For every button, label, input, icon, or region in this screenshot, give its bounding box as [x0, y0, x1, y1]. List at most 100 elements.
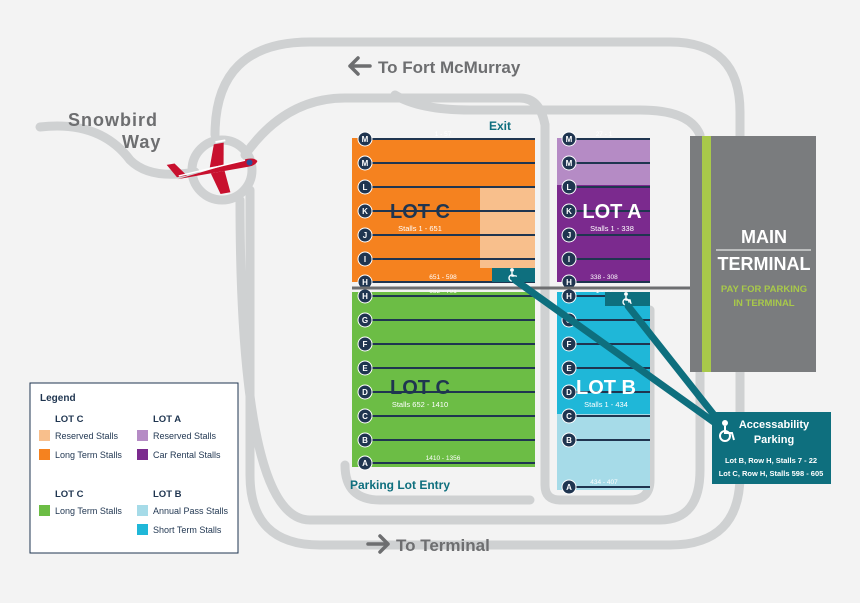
legend-swatch	[137, 505, 148, 516]
row-stall-range: 652 - 701	[429, 288, 457, 295]
row-stall-range: 1 - 57	[435, 131, 452, 138]
row-letter: J	[567, 231, 571, 240]
exit-label: Exit	[489, 119, 511, 133]
row-letter: C	[566, 412, 572, 421]
row-badge	[357, 179, 373, 195]
row-stall-range: 1410 - 1356	[426, 455, 461, 462]
row-letter: D	[566, 388, 572, 397]
row-letter: D	[362, 388, 368, 397]
terminal-title-line2: TERMINAL	[718, 254, 811, 274]
row-badge	[561, 384, 577, 400]
legend-group-heading: LOT C	[55, 489, 84, 500]
top-left-connector-road	[210, 37, 315, 140]
row-letter: H	[566, 292, 572, 301]
row-letter: F	[363, 340, 368, 349]
row-letter: L	[363, 183, 368, 192]
accessibility-title-line2: Parking	[754, 434, 794, 446]
legend-group-heading: LOT A	[153, 414, 181, 425]
accessibility-pointer-lot-c	[511, 276, 722, 429]
legend-item-label: Annual Pass Stalls	[153, 506, 229, 516]
row-stall-range: 338 - 308	[590, 274, 618, 281]
legend-item-label: Reserved Stalls	[153, 431, 217, 441]
row-letter: L	[567, 183, 572, 192]
row-stall-range: 27 - 1	[596, 131, 613, 138]
row-letter: I	[364, 255, 366, 264]
row-badge	[561, 479, 577, 495]
way-label: Way	[122, 132, 161, 152]
row-letter: M	[362, 135, 369, 144]
row-badge	[561, 408, 577, 424]
row-stall-range: 1 - 22	[596, 288, 613, 295]
legend-box	[29, 382, 239, 554]
legend-item-label: Car Rental Stalls	[153, 450, 221, 460]
pay-for-parking-note: PAY FOR PARKING	[721, 284, 807, 295]
row-letter: M	[566, 159, 573, 168]
row-letter: H	[362, 278, 368, 287]
row-letter: E	[566, 364, 572, 373]
legend-item-label: Reserved Stalls	[55, 431, 119, 441]
snowbird-way-road	[35, 121, 200, 179]
row-letter: H	[566, 278, 572, 287]
accessibility-detail-lot-b: Lot B, Row H, Stalls 7 - 22	[725, 456, 817, 465]
row-badge	[561, 203, 577, 219]
legend-swatch	[137, 449, 148, 460]
legend-group-heading: LOT C	[55, 414, 84, 425]
legend-item-label: Short Term Stalls	[153, 525, 222, 535]
lot-b-annual-pass-area	[557, 414, 650, 490]
to-fort-mcmurray-label: To Fort McMurray	[378, 58, 521, 77]
inner-a-top-road	[390, 90, 705, 140]
row-badge	[357, 455, 373, 471]
legend-item-label: Long Term Stalls	[55, 450, 122, 460]
legend-swatch	[39, 449, 50, 460]
arrow-left-icon	[348, 56, 372, 76]
accessibility-callout: Accessability Parking Lot B, Row H, Stal…	[712, 412, 831, 484]
row-badge	[561, 336, 577, 352]
row-badge	[357, 360, 373, 376]
row-badge	[561, 432, 577, 448]
row-badge	[357, 251, 373, 267]
row-badge	[357, 203, 373, 219]
legend-item-label: Long Term Stalls	[55, 506, 122, 516]
legend-swatch	[137, 430, 148, 441]
row-letter: K	[362, 207, 368, 216]
row-badge	[561, 251, 577, 267]
terminal-title-line1: MAIN	[741, 227, 787, 247]
row-letter: F	[567, 340, 572, 349]
lot-c-bottom-stalls: Stalls 652 - 1410	[392, 400, 448, 409]
accessibility-pointer-lot-b	[624, 302, 722, 424]
lot-c-top-title: LOT C	[390, 201, 450, 223]
legend-swatch	[39, 505, 50, 516]
row-badge	[357, 336, 373, 352]
legend-title: Legend	[40, 393, 76, 404]
row-letter: I	[568, 255, 570, 264]
lot-a-title: LOT A	[582, 201, 641, 223]
pay-in-terminal-note: IN TERMINAL	[733, 298, 794, 309]
row-letter: J	[363, 231, 367, 240]
left-loop-road	[235, 195, 705, 525]
row-badge	[561, 227, 577, 243]
row-stall-range: 651 - 598	[429, 274, 457, 281]
lot-c-bottom-long-term-area	[352, 292, 535, 467]
row-badge	[561, 155, 577, 171]
row-badge	[357, 155, 373, 171]
row-letter: B	[566, 436, 572, 445]
airplane-icon	[166, 139, 258, 194]
to-terminal-label: To Terminal	[396, 536, 490, 555]
parking-lot-entry-label: Parking Lot Entry	[350, 478, 450, 492]
row-letter: B	[362, 436, 368, 445]
legend-group-heading: LOT B	[153, 489, 182, 500]
bottom-entry-road	[340, 460, 535, 505]
row-badge	[357, 432, 373, 448]
lot-c-top-stalls: Stalls 1 - 651	[398, 224, 442, 233]
legend-swatch	[137, 524, 148, 535]
accessibility-box	[712, 412, 831, 484]
accessibility-pointers	[511, 276, 722, 429]
row-stall-range: 434 - 407	[590, 479, 618, 486]
terminal-accent-strip	[702, 136, 711, 372]
row-letter: A	[362, 459, 368, 468]
accessibility-detail-lot-c: Lot C, Row H, Stalls 598 - 605	[719, 469, 824, 478]
row-letter: E	[362, 364, 368, 373]
